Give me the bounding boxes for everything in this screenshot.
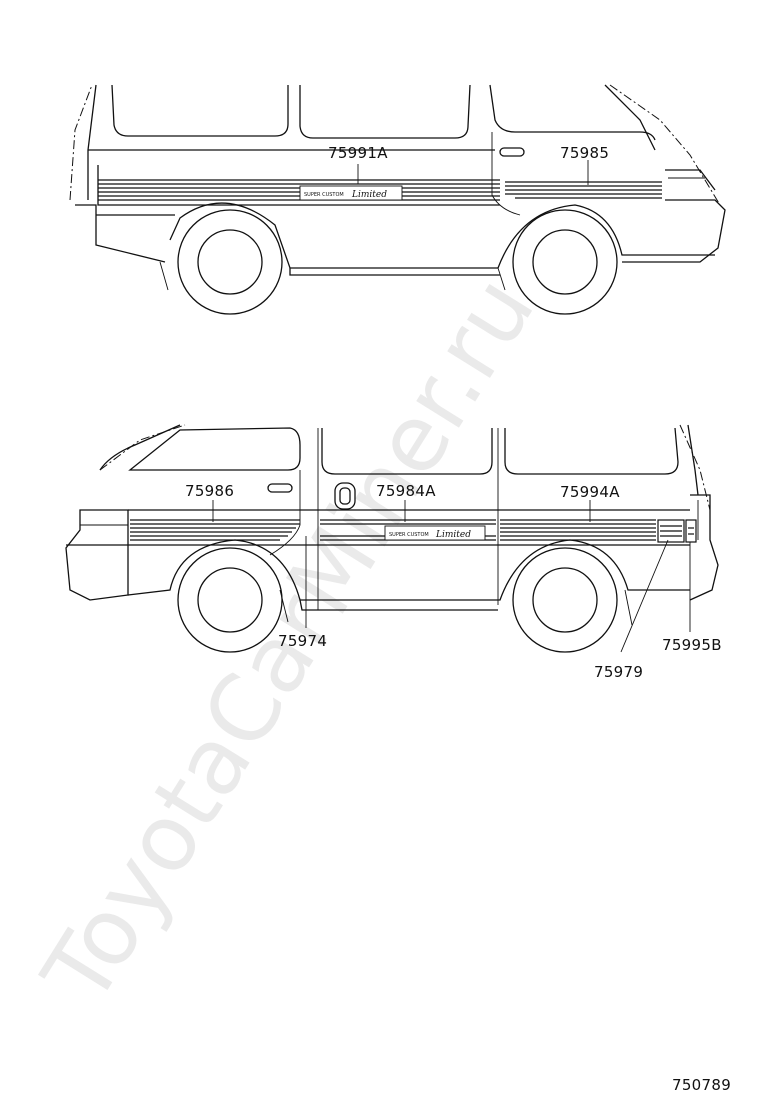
bottom-van-drawing: SUPER CUSTOM Limited bbox=[65, 424, 719, 653]
diagram-code: 750789 bbox=[672, 1076, 731, 1094]
bottom-rear-wheel bbox=[512, 547, 618, 653]
label-75995B: 75995B bbox=[662, 636, 722, 654]
top-front-wheel bbox=[512, 209, 618, 315]
label-75994A: 75994A bbox=[560, 483, 620, 501]
top-stripe-75991A bbox=[98, 179, 500, 201]
top-badge-script-text: Limited bbox=[351, 190, 387, 200]
top-badge: SUPER CUSTOM Limited bbox=[299, 185, 403, 201]
top-badge-small-text: SUPER CUSTOM bbox=[304, 192, 344, 198]
label-75991A: 75991A bbox=[328, 144, 388, 162]
label-75979: 75979 bbox=[594, 663, 643, 681]
decal-75995B bbox=[685, 519, 697, 543]
bottom-stripe-75994A bbox=[500, 519, 656, 541]
bottom-badge-small-text: SUPER CUSTOM bbox=[389, 532, 429, 538]
top-van-drawing: SUPER CUSTOM Limited bbox=[69, 84, 726, 315]
bottom-stripe-75986 bbox=[130, 519, 300, 541]
label-75985: 75985 bbox=[560, 144, 609, 162]
label-75984A: 75984A bbox=[376, 482, 436, 500]
label-75974: 75974 bbox=[278, 632, 327, 650]
bottom-badge-script-text: Limited bbox=[435, 530, 471, 540]
top-rear-wheel bbox=[177, 209, 283, 315]
bottom-badge: SUPER CUSTOM Limited bbox=[384, 525, 486, 541]
label-75986: 75986 bbox=[185, 482, 234, 500]
bottom-front-wheel bbox=[177, 547, 283, 653]
leader-75979 bbox=[620, 539, 669, 653]
top-stripe-75985 bbox=[505, 181, 662, 199]
